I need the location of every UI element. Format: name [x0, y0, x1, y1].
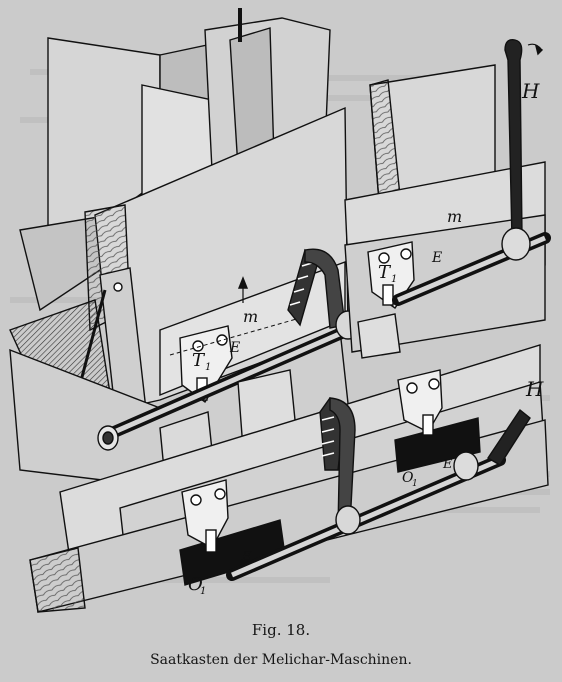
- gear-rack-lower: [319, 397, 361, 535]
- label-e-lower-left: E: [241, 549, 252, 564]
- feed-plate-lower-right: [397, 369, 443, 436]
- figure-number: Fig. 18.: [251, 621, 311, 639]
- crank-handle-bottom: [453, 408, 531, 481]
- label-handle-bottom: H: [525, 377, 544, 401]
- feed-plate-lower-left: [181, 479, 229, 553]
- label-m-right: m: [447, 207, 462, 226]
- label-t-right: T: [378, 262, 392, 283]
- label-handle-top: H: [521, 79, 540, 103]
- crank-handle-top: [501, 39, 544, 261]
- gear-rack-upper: [287, 248, 361, 340]
- label-o-right-sub: 1: [412, 479, 418, 489]
- label-e-right: E: [431, 250, 442, 266]
- label-t-left: T: [192, 350, 206, 371]
- label-e-lower-right: E: [442, 457, 453, 472]
- label-t-left-sub: 1: [205, 362, 211, 373]
- feed-plate-upper-right: [367, 241, 415, 309]
- figure-caption: Saatkasten der Melichar-Maschinen.: [150, 652, 412, 668]
- label-o-left: O: [188, 574, 203, 595]
- label-o-right: O: [402, 470, 414, 486]
- seed-opening-lower-right: [394, 417, 481, 473]
- label-t-right-sub: 1: [391, 274, 397, 285]
- lower-seed-box: [29, 313, 549, 613]
- part-labels: H H m E T 1 m E T 1 O 1 E O 1 E: [188, 79, 544, 597]
- label-o-left-sub: 1: [200, 586, 206, 597]
- label-m-left: m: [243, 307, 258, 326]
- label-e-left: E: [229, 340, 240, 356]
- right-seed-box: [344, 39, 551, 353]
